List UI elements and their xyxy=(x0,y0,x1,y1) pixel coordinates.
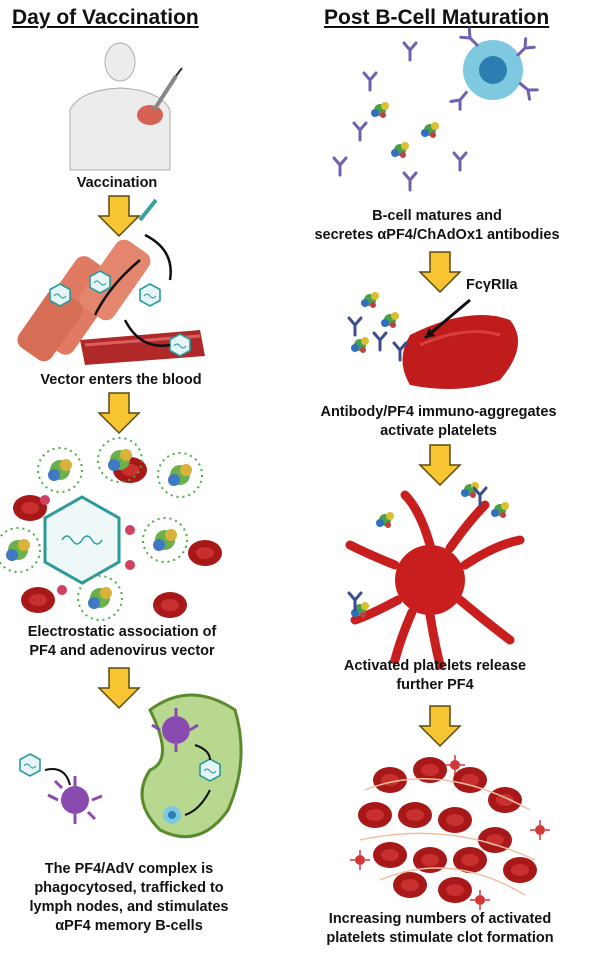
caption-bcell-matures: B-cell matures and secretes αPF4/ChAdOx1… xyxy=(314,208,560,243)
activated-platelet xyxy=(345,482,525,670)
arrow-down-1 xyxy=(98,195,140,237)
arrow-down-4 xyxy=(419,251,461,293)
left-column-header: Day of Vaccination xyxy=(12,6,199,29)
human-vaccination-figure xyxy=(69,42,183,171)
caption-vector-enters-blood: Vector enters the blood xyxy=(40,372,202,388)
muscle-and-vessel xyxy=(17,233,205,365)
arrow-down-5 xyxy=(419,444,461,486)
caption-clot-formation: Increasing numbers of activated platelet… xyxy=(326,911,554,946)
arrow-down-2 xyxy=(98,392,140,434)
adenovirus-pf4-complex xyxy=(0,437,222,621)
caption-fcgr: FcγRIIa xyxy=(466,277,518,293)
right-column-header: Post B-Cell Maturation xyxy=(324,6,550,29)
caption-phagocytosed: The PF4/AdV complex is phagocytosed, tra… xyxy=(29,861,229,934)
caption-vaccination: Vaccination xyxy=(76,175,158,191)
lymph-node-scene xyxy=(19,693,243,839)
platelet-fcgr-binding xyxy=(347,292,518,389)
caption-platelets-release: Activated platelets release further PF4 xyxy=(343,658,527,693)
clot-formation xyxy=(349,754,551,911)
arrow-down-6 xyxy=(419,705,461,747)
arrow-down-3 xyxy=(98,667,140,709)
caption-immuno-aggregates: Antibody/PF4 immuno-aggregates activate … xyxy=(320,404,557,439)
caption-electrostatic: Electrostatic association of PF4 and ade… xyxy=(27,624,217,659)
bcell-antibodies xyxy=(332,27,539,192)
